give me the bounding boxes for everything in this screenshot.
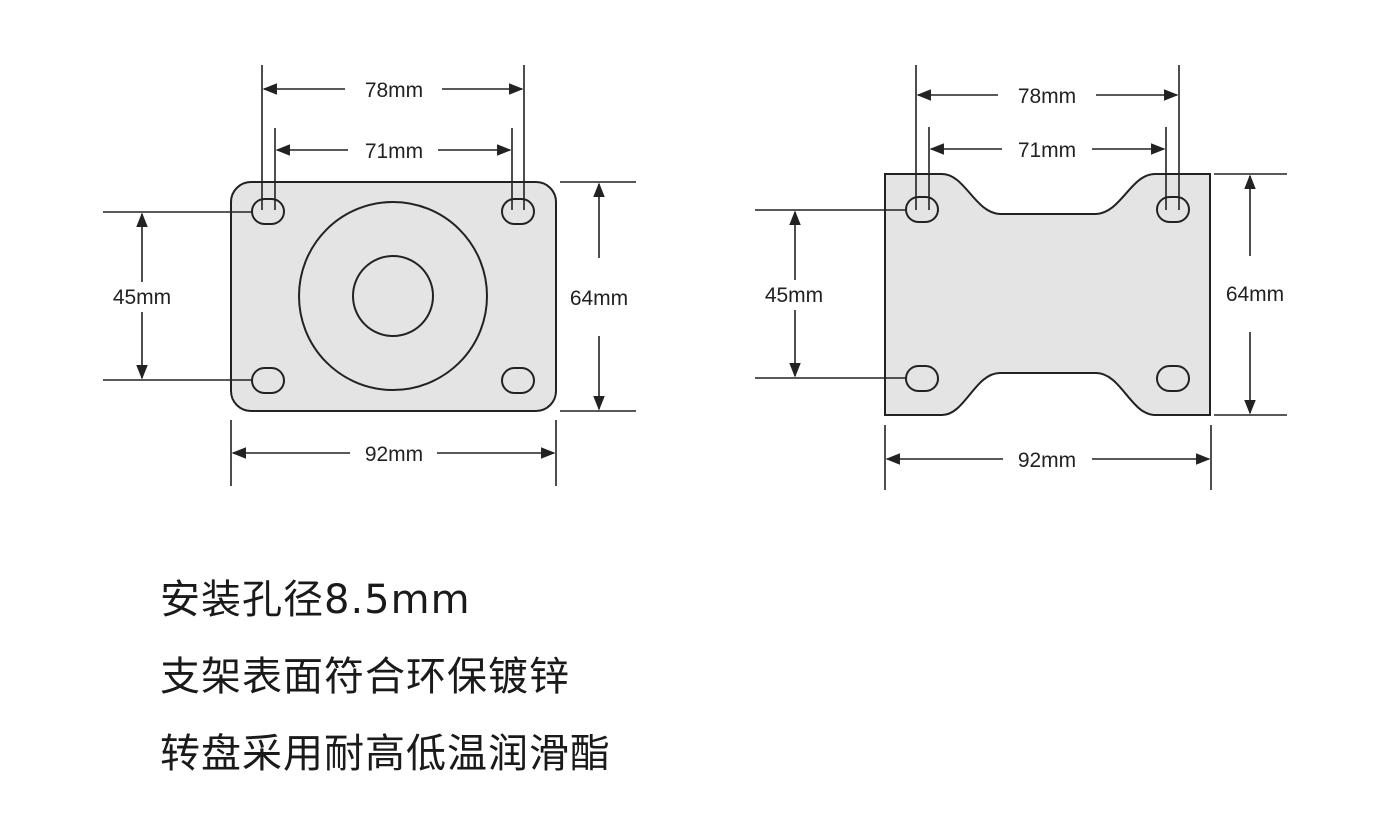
dim-outer-hole-span: 78mm: [1018, 85, 1076, 108]
bearing-inner-ring: [352, 255, 434, 337]
mount-hole: [501, 367, 535, 394]
note-hole-diameter: 安装孔径8.5mm: [160, 577, 471, 623]
fixed-plate-diagram: [884, 173, 1211, 416]
mount-hole: [1156, 365, 1190, 392]
dim-plate-width: 92mm: [1018, 449, 1076, 472]
bearing-outer-ring: [298, 201, 488, 391]
note-surface-finish: 支架表面符合环保镀锌: [160, 654, 570, 700]
fixed-dimension-lines: [755, 65, 1287, 490]
swivel-dimension-lines: [103, 65, 636, 486]
dim-outer-hole-span: 78mm: [365, 79, 423, 102]
dim-hole-vertical-spacing: 45mm: [113, 286, 171, 309]
dim-plate-height: 64mm: [1226, 283, 1284, 306]
dim-plate-height: 64mm: [570, 287, 628, 310]
note-lubricant: 转盘采用耐高低温润滑酯: [160, 731, 611, 777]
dim-inner-hole-span: 71mm: [365, 140, 423, 163]
spec-notes: 安装孔径8.5mm 支架表面符合环保镀锌 转盘采用耐高低温润滑酯: [160, 562, 611, 793]
dim-hole-vertical-spacing: 45mm: [765, 284, 823, 307]
dim-plate-width: 92mm: [365, 443, 423, 466]
dim-inner-hole-span: 71mm: [1018, 139, 1076, 162]
plate-outline: [230, 181, 557, 412]
swivel-plate-diagram: [230, 181, 557, 412]
plate-outline: [884, 173, 1211, 416]
mount-hole: [1156, 196, 1190, 223]
mount-hole: [501, 198, 535, 225]
